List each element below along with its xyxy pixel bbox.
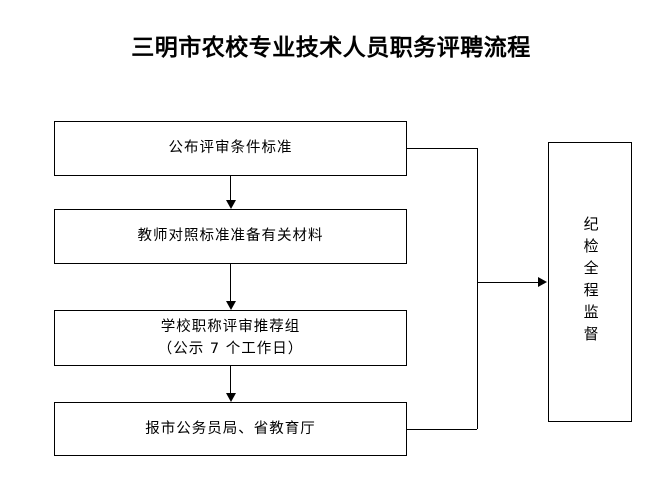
flow-node-label: 公布评审条件标准 — [168, 140, 293, 157]
arrowhead-down-icon — [225, 301, 236, 310]
connector-node2-node3 — [230, 264, 231, 302]
connector-node1-node2 — [230, 176, 231, 201]
flow-node-label: 教师对照标准准备有关材料 — [137, 228, 324, 245]
arrowhead-down-icon — [225, 393, 236, 402]
flow-node-label-vertical: 纪检全程监督 — [581, 216, 600, 348]
flow-node-school-review-group[interactable]: 学校职称评审推荐组 （公示 7 个工作日） — [54, 310, 407, 366]
flow-node-discipline-supervision[interactable]: 纪检全程监督 — [548, 142, 632, 422]
arrowhead-right-icon — [538, 277, 547, 287]
flow-node-label: 学校职称评审推荐组 — [160, 318, 301, 335]
connector-bracket-top — [407, 147, 477, 149]
arrowhead-down-icon — [225, 200, 236, 209]
flow-node-publish-criteria[interactable]: 公布评审条件标准 — [54, 121, 407, 176]
page-title: 三明市农校专业技术人员职务评聘流程 — [131, 34, 531, 61]
flow-node-report-to-bureaus[interactable]: 报市公务员局、省教育厅 — [54, 402, 407, 456]
connector-to-oversight — [477, 282, 539, 283]
connector-bracket-trunk — [477, 147, 478, 429]
flow-node-teacher-prepare-materials[interactable]: 教师对照标准准备有关材料 — [54, 209, 407, 264]
flow-node-sublabel: （公示 7 个工作日） — [157, 341, 304, 357]
connector-bracket-bottom — [407, 428, 477, 430]
flow-node-label: 报市公务员局、省教育厅 — [145, 420, 316, 437]
connector-node3-node4 — [230, 366, 231, 394]
